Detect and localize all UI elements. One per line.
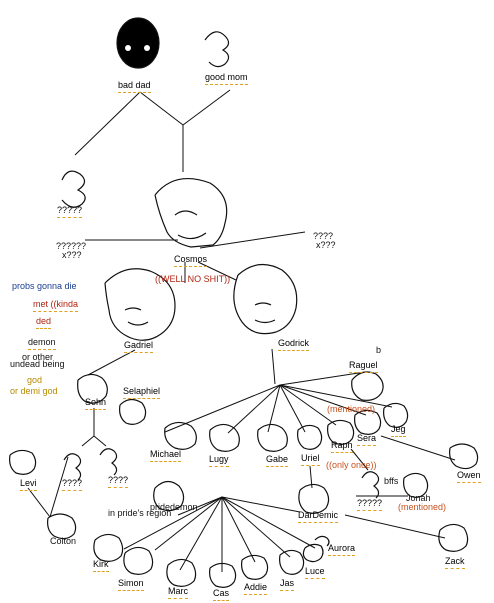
luce-label: Luce bbox=[305, 566, 325, 579]
unknown-partner-right-2: x??? bbox=[316, 240, 336, 250]
well-no-shit-note: ((WELL NO SHIT)) bbox=[155, 274, 231, 284]
gadriel-note-3: ded bbox=[36, 316, 52, 329]
unknown-sohn-label: ???? bbox=[62, 478, 83, 491]
raguel-label: Raguel bbox=[349, 360, 378, 373]
aurora-label: Aurora bbox=[328, 543, 356, 556]
sera-label: Sera bbox=[357, 433, 377, 446]
pridedemon-label: pridedemon bbox=[150, 502, 198, 512]
colton-label: Colton bbox=[50, 536, 77, 546]
gadriel-note-6: undead being bbox=[10, 359, 65, 369]
gadriel-note-1: probs gonna die bbox=[12, 281, 77, 291]
gadriel-label: Gadriel bbox=[124, 340, 154, 353]
bad-dad-label: bad dad bbox=[118, 80, 151, 93]
in-prides-region-note: in pride's region bbox=[108, 508, 172, 518]
owen-label: Owen bbox=[457, 470, 481, 483]
gadriel-note-5: or other bbox=[22, 352, 54, 362]
bffs-label: bffs bbox=[384, 476, 399, 486]
b-mark: b bbox=[376, 345, 382, 355]
gadriel-note-2: met ((kinda bbox=[33, 299, 79, 312]
lugy-label: Lugy bbox=[209, 454, 229, 467]
cosmos-label: Cosmos bbox=[174, 254, 208, 267]
jonah-label: Jonah bbox=[406, 493, 431, 503]
raph-label: Raph bbox=[331, 440, 353, 453]
jeg-label: Jeg bbox=[391, 424, 406, 437]
jas-label: Jas bbox=[280, 578, 295, 591]
uriel-label: Uriel bbox=[301, 453, 320, 466]
godrick-label: Godrick bbox=[278, 338, 310, 351]
unknown-parent-label: ????? bbox=[57, 205, 83, 218]
unknown-partner-left-1: ?????? bbox=[56, 241, 87, 251]
kirk-label: Kirk bbox=[93, 559, 109, 572]
unknown-raph-label: ????? bbox=[357, 498, 383, 511]
unknown-sohn-label-2: ???? bbox=[108, 475, 129, 488]
gadriel-note-8: or demi god bbox=[10, 386, 58, 396]
addie-label: Addie bbox=[244, 582, 268, 595]
unknown-partner-left-2: x??? bbox=[62, 250, 82, 260]
gabe-label: Gabe bbox=[266, 454, 289, 467]
unknown-partner-right-1: ???? bbox=[313, 231, 334, 241]
sohn-label: Sohn bbox=[85, 397, 107, 410]
michael-label: Michael bbox=[150, 449, 182, 462]
marc-label: Marc bbox=[168, 586, 188, 599]
gadriel-note-7: god bbox=[27, 375, 43, 385]
gadriel-note-4: demon bbox=[28, 337, 56, 350]
cas-label: Cas bbox=[213, 588, 230, 601]
zack-label: Zack bbox=[445, 556, 465, 569]
good-mom-label: good mom bbox=[205, 72, 248, 85]
simon-label: Simon bbox=[118, 578, 144, 591]
levi-label: Levi bbox=[20, 478, 37, 491]
selaphiel-label: Selaphiel bbox=[123, 386, 161, 399]
only-once-note: ((only once)) bbox=[326, 460, 377, 470]
mentioned-note-1: (mentioned) bbox=[327, 404, 376, 414]
dardemic-label: DarDemic bbox=[298, 510, 339, 523]
mentioned-note-2: (mentioned) bbox=[398, 502, 447, 512]
